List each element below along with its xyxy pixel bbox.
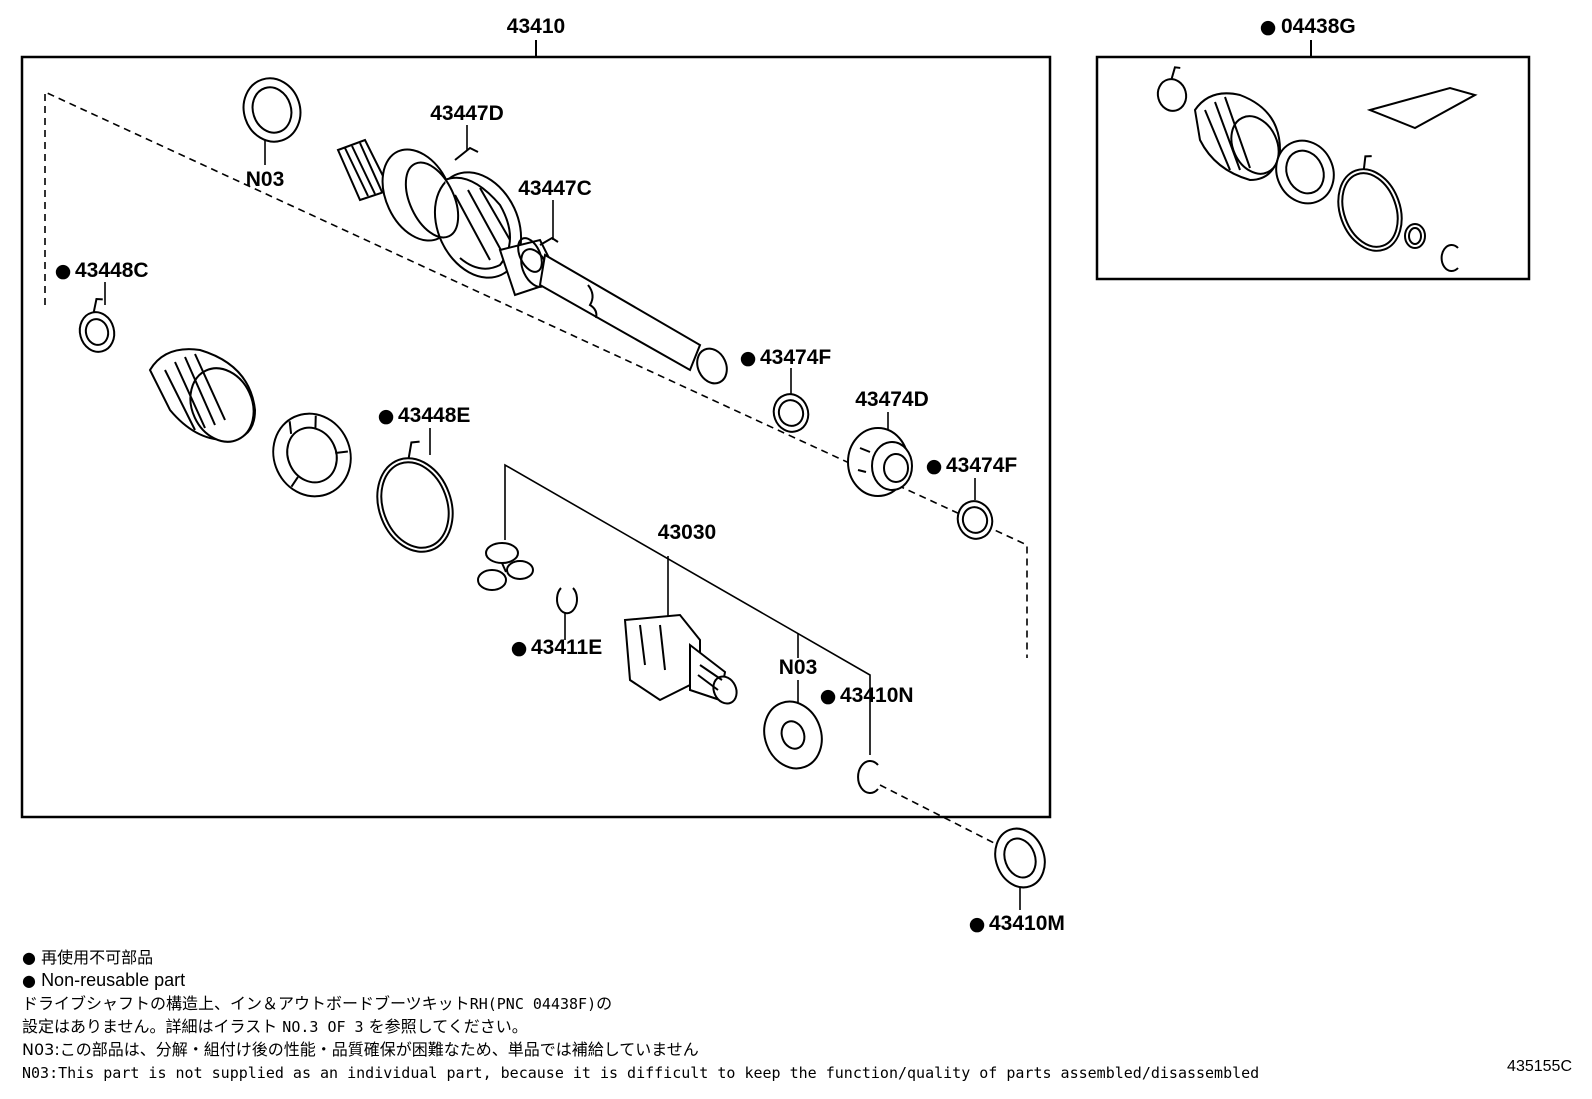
inboard-joint-43030 <box>625 615 741 707</box>
label-43447d: 43447D <box>430 102 504 125</box>
note-n03-en-text: N03:This part is not supplied as an indi… <box>22 1064 1260 1082</box>
label-n03-mid: N03 <box>779 656 818 679</box>
snap-ring-43410n <box>858 761 878 793</box>
label-43447c: 43447C <box>518 177 592 200</box>
boot-band-43447c <box>513 234 558 275</box>
kit-boot <box>1195 93 1288 181</box>
dashed-guide-clip <box>879 784 999 846</box>
label-43410: 43410 <box>507 15 565 38</box>
kit-clamp-small <box>1152 66 1191 114</box>
bullet-04438g: ● <box>1260 16 1277 38</box>
label-43474f-b: 43474F <box>946 454 1017 477</box>
note-n03-jp-text: N03:この部品は、分解・組付け後の性能・品質確保が困難なため、単品では補給して… <box>22 1040 699 1059</box>
kit-frame <box>1095 55 1531 281</box>
label-43411e: 43411E <box>531 636 602 659</box>
bullet-43448e: ● <box>378 405 395 427</box>
note-1-b: RH(PNC 04438F) <box>469 995 597 1013</box>
label-43474d: 43474D <box>855 388 929 411</box>
tripod-joint <box>478 543 533 590</box>
band-43448e <box>361 436 466 562</box>
notes-block: ● 再使用不可部品 ● Non-reusable part ドライブシャフトの構… <box>22 946 1562 1084</box>
ring-43474f-top <box>769 389 814 436</box>
bullet-43410m: ● <box>969 913 986 935</box>
dynamic-damper-43474d <box>848 428 912 496</box>
label-43448e: 43448E <box>398 404 470 427</box>
kit-grease-pack <box>1370 88 1475 128</box>
label-43410n: 43410N <box>840 684 914 707</box>
bullet-43474f-a: ● <box>740 347 757 369</box>
label-04438g: 04438G <box>1281 15 1356 38</box>
note-2-a: 設定はありません。詳細はイラスト <box>22 1017 278 1036</box>
washer-n03-mid <box>755 693 831 776</box>
legend-bullet-jp: ● <box>22 948 36 967</box>
note-1-c: の <box>596 994 613 1013</box>
outer-race <box>260 401 364 509</box>
legend-jp-line: ● 再使用不可部品 <box>22 946 1562 969</box>
label-43030: 43030 <box>658 521 716 544</box>
legend-bullet-en: ● <box>22 971 36 990</box>
ring-43474f-right <box>953 496 998 543</box>
inner-joint-leader <box>504 463 871 755</box>
note-2-b: NO.3 OF 3 <box>282 1018 364 1036</box>
legend-non-reusable-en: Non-reusable part <box>41 970 186 990</box>
kit-band-large <box>1324 151 1413 260</box>
note-n03-jp: N03:この部品は、分解・組付け後の性能・品質確保が困難なため、単品では補給して… <box>22 1038 1562 1061</box>
note-2-c: を参照してください。 <box>368 1017 528 1036</box>
kit-snap-ring <box>1442 245 1458 271</box>
kit-outer-race <box>1266 131 1344 213</box>
clamp-43448c <box>72 297 118 356</box>
legend-en-line: ● Non-reusable part <box>22 969 1562 992</box>
illustration-code: 435155C <box>1507 1058 1572 1075</box>
legend-non-reusable-jp: 再使用不可部品 <box>41 948 154 967</box>
seal-ring-n03-top <box>235 71 308 149</box>
note-1-a: ドライブシャフトの構造上、イン＆アウトボードブーツキット <box>22 994 470 1013</box>
note-line-2: 設定はありません。詳細はイラスト NO.3 OF 3 を参照してください。 <box>22 1015 1562 1038</box>
note-line-1: ドライブシャフトの構造上、イン＆アウトボードブーツキットRH(PNC 04438… <box>22 992 1562 1015</box>
label-n03-top: N03 <box>246 168 285 191</box>
label-43474f-a: 43474F <box>760 346 831 369</box>
label-43410m: 43410M <box>989 912 1065 935</box>
outboard-boot <box>150 349 265 452</box>
bullet-43474f-b: ● <box>926 455 943 477</box>
bullet-43411e: ● <box>511 637 528 659</box>
outboard-joint-shaft <box>338 138 732 388</box>
boot-band-43447d <box>395 148 478 246</box>
dashed-guide <box>44 90 1028 658</box>
note-n03-en: N03:This part is not supplied as an indi… <box>22 1061 1562 1084</box>
bullet-43448c: ● <box>55 260 72 282</box>
oil-seal-43410m <box>987 822 1053 895</box>
kit-ring-small <box>1405 224 1425 248</box>
snap-ring-43411e <box>557 588 577 613</box>
bullet-43410n: ● <box>820 685 837 707</box>
label-43448c: 43448C <box>75 259 149 282</box>
